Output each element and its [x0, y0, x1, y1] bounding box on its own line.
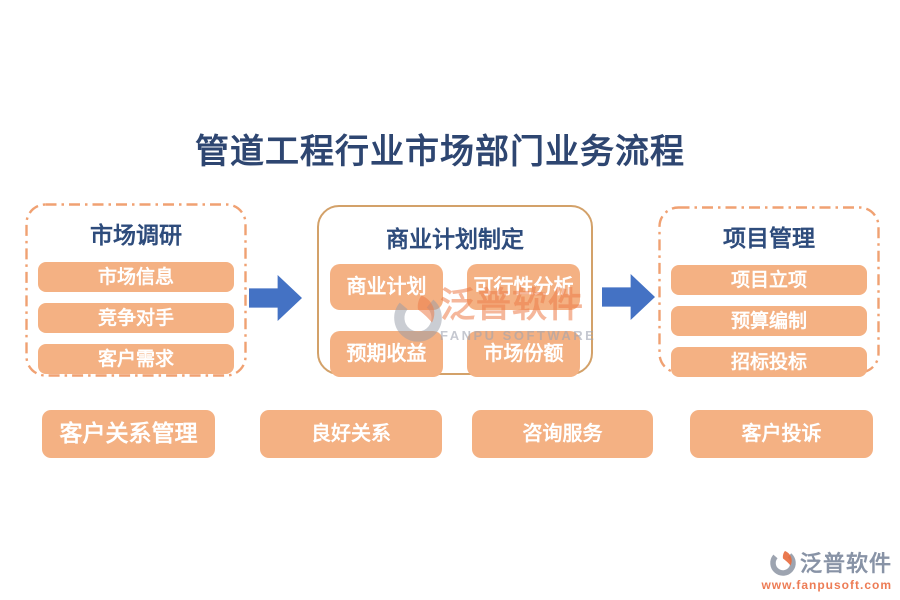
stage-item: 可行性分析	[467, 264, 580, 310]
bottom-node-crm: 客户关系管理	[42, 410, 215, 458]
footer-brand-row: 泛普软件	[742, 546, 892, 578]
dash-dot-border	[658, 206, 880, 374]
bottom-node-consulting-service: 咨询服务	[472, 410, 653, 458]
bottom-node-customer-complaint: 客户投诉	[690, 410, 873, 458]
stage-header: 商业计划制定	[386, 227, 524, 252]
stage-item: 项目立项	[671, 265, 867, 295]
stage-item: 市场信息	[38, 262, 234, 292]
footer-brand-block: 泛普软件 www.fanpusoft.com	[742, 546, 892, 592]
stage-item: 预期收益	[330, 331, 443, 377]
stage-item: 商业计划	[330, 264, 443, 310]
stage-box-business-plan: 商业计划制定 商业计划 可行性分析 预期收益 市场份额	[317, 205, 593, 377]
stage-item: 招标投标	[671, 347, 867, 377]
dash-dot-border	[25, 203, 247, 377]
stage-item: 客户需求	[38, 344, 234, 374]
footer-website-url: www.fanpusoft.com	[761, 578, 892, 592]
footer-brand-name: 泛普软件	[799, 551, 892, 576]
stage-item: 市场份额	[467, 331, 580, 377]
bottom-node-good-relations: 良好关系	[260, 410, 442, 458]
stage-item: 预算编制	[671, 306, 867, 336]
flow-arrow-right-2	[602, 273, 655, 321]
flow-arrow-right-1	[249, 274, 302, 322]
stage-item: 竞争对手	[38, 303, 234, 333]
fanpu-logo-icon	[770, 550, 796, 576]
diagram-title: 管道工程行业市场部门业务流程	[195, 134, 685, 171]
stage-header: 项目管理	[723, 226, 815, 251]
stage-box-project-management: 项目管理 项目立项 预算编制 招标投标	[658, 206, 880, 377]
stage-item-grid: 商业计划 可行性分析 预期收益 市场份额	[319, 264, 591, 377]
stage-header: 市场调研	[90, 223, 182, 248]
stage-box-market-research: 市场调研 市场信息 竞争对手 客户需求	[25, 203, 247, 377]
